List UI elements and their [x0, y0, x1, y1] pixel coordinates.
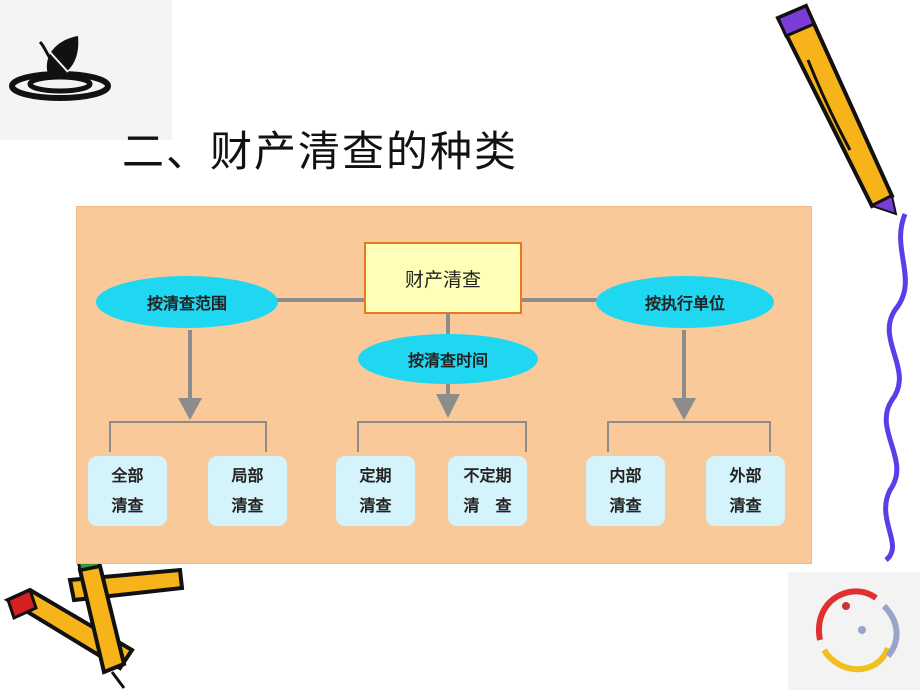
leaf-line1: 全部	[111, 466, 144, 485]
leaf-line2: 清查	[729, 496, 762, 515]
category-executor-node: 按执行单位	[596, 276, 774, 328]
leaf-full-check: 全部 清查	[88, 456, 167, 526]
root-node: 财产清查	[364, 242, 522, 314]
category-time-node: 按清查时间	[358, 334, 538, 384]
leaf-line1: 内部	[609, 466, 642, 485]
slide-title: 二、财产清查的种类	[122, 127, 519, 176]
leaf-partial-check: 局部 清查	[208, 456, 287, 526]
bracket-right	[607, 421, 771, 452]
leaf-internal-check: 内部 清查	[586, 456, 665, 526]
crossed-pencils-icon	[3, 554, 185, 689]
leaf-line2: 清查	[609, 496, 642, 515]
pencil-icon	[775, 3, 898, 216]
leaf-line1: 不定期	[463, 466, 512, 485]
bracket-middle	[357, 421, 527, 452]
leaf-line2: 清查	[359, 496, 392, 515]
leaf-external-check: 外部 清查	[706, 456, 785, 526]
leaf-irregular-check: 不定期 清 查	[448, 456, 527, 526]
leaf-line1: 局部	[231, 466, 264, 485]
swirl-logo-icon	[788, 572, 920, 690]
leaf-periodic-check: 定期 清查	[336, 456, 415, 526]
leaf-line2: 清 查	[463, 496, 512, 515]
squiggle-line	[883, 213, 908, 562]
leaf-line1: 定期	[359, 466, 392, 485]
leaf-line1: 外部	[729, 466, 762, 485]
leaf-ripple-icon	[0, 0, 172, 140]
leaf-line2: 清查	[231, 496, 264, 515]
bracket-left	[109, 421, 267, 452]
leaf-line2: 清查	[111, 496, 144, 515]
category-scope-node: 按清查范围	[96, 276, 278, 328]
